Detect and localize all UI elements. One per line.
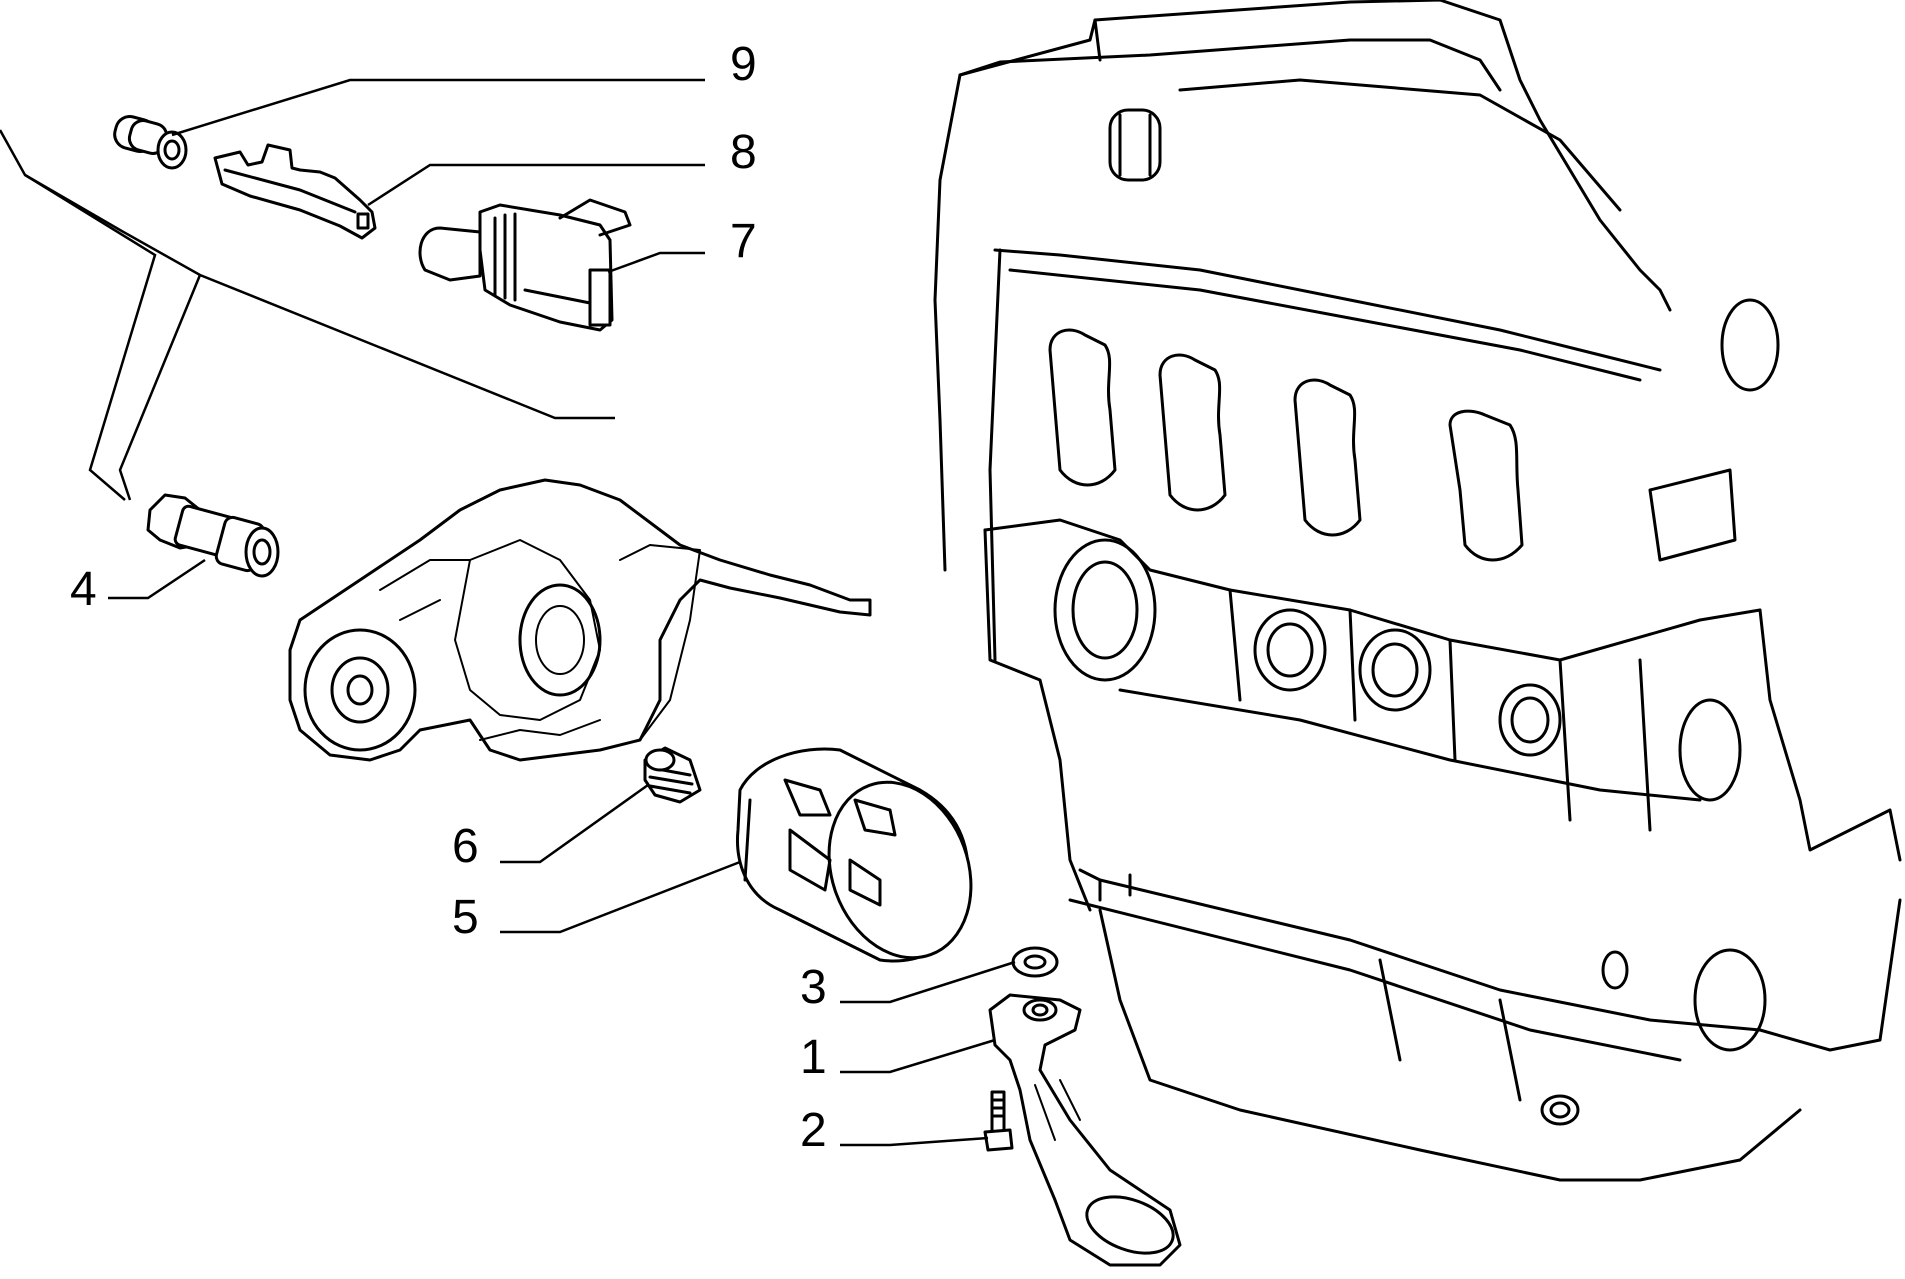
leader-9 <box>171 78 705 137</box>
part-6-nipple-drawing <box>643 746 702 804</box>
leader-4 <box>108 558 206 600</box>
leader-1 <box>840 1038 996 1074</box>
leader-lines <box>108 78 1016 1147</box>
part-7-connector-drawing <box>418 198 632 332</box>
part-5-filter-drawing <box>736 747 973 963</box>
part-1-pickup-drawing <box>988 993 1182 1267</box>
leader-7 <box>607 251 705 274</box>
leader-6 <box>500 783 649 864</box>
part-3-washer-drawing <box>1011 946 1059 978</box>
part-8-clip-drawing <box>213 143 377 240</box>
callout-labels: 9 8 7 4 6 5 3 1 2 <box>70 38 827 1157</box>
leader-3 <box>840 960 1016 1004</box>
cable-bracket-lines <box>0 129 615 501</box>
callout-7: 7 <box>730 215 757 268</box>
callout-5: 5 <box>452 891 479 944</box>
callout-6: 6 <box>452 820 479 873</box>
part-4-sender-drawing <box>146 493 280 578</box>
part-9-seal-drawing <box>113 115 188 170</box>
part-2-bolt-drawing <box>983 1090 1014 1152</box>
leader-8 <box>367 163 705 207</box>
callout-3: 3 <box>800 961 827 1014</box>
callout-2: 2 <box>800 1104 827 1157</box>
callout-1: 1 <box>800 1031 827 1084</box>
leader-2 <box>840 1136 989 1147</box>
engine-block-drawing <box>933 0 1902 1182</box>
callout-8: 8 <box>730 126 757 179</box>
callout-9: 9 <box>730 38 757 91</box>
leader-5 <box>500 860 741 934</box>
callout-4: 4 <box>70 563 97 616</box>
oil-pump-housing-drawing <box>288 478 872 762</box>
